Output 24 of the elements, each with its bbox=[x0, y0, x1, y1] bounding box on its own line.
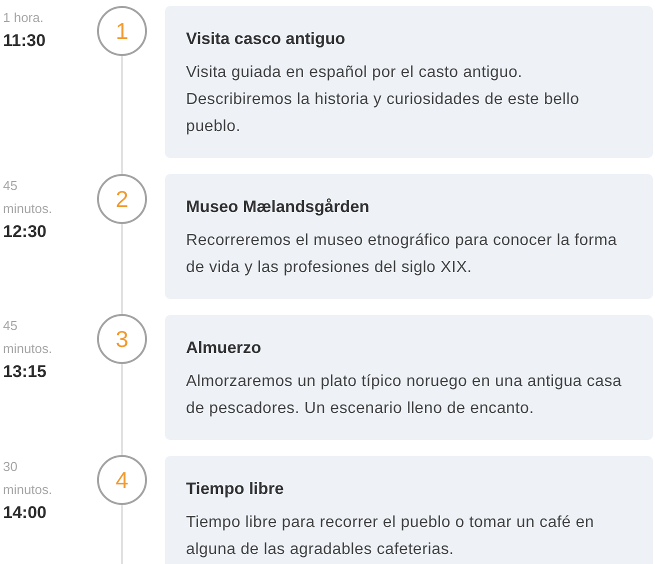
step-description: Visita guiada en español por el casto antiguo. Describiremos la historia y curiosidades de este bello pueblo. bbox=[186, 63, 580, 137]
step-description: Tiempo libre para recorrer el pueblo o tomar un café en alguna de las agradables cafeterias. bbox=[186, 513, 596, 560]
duration-text: 30 minutos. bbox=[3, 458, 54, 499]
step-number: 2 bbox=[116, 188, 128, 210]
start-time: 14:00 bbox=[3, 502, 48, 524]
step-title: Almuerzo bbox=[186, 338, 262, 359]
start-time: 11:30 bbox=[3, 30, 47, 52]
step-description: Almorzaremos un plato típico noruego en una antigua casa de pescadores. Un escenario lleno de encanto. bbox=[186, 372, 623, 419]
start-time: 13:15 bbox=[3, 361, 48, 383]
step-circle bbox=[97, 174, 147, 224]
start-time: 12:30 bbox=[3, 221, 48, 243]
duration-text: 45 minutos. bbox=[3, 317, 54, 358]
step-circle bbox=[97, 455, 147, 505]
step-number: 1 bbox=[116, 20, 128, 42]
step-description: Recorreremos el museo etnográfico para conocer la forma de vida y las profesiones del siglo XIX. bbox=[186, 231, 618, 278]
duration-text: 1 hora. bbox=[3, 9, 44, 27]
step-number: 4 bbox=[116, 468, 128, 492]
step-number: 3 bbox=[116, 328, 128, 350]
step-title: Museo Mælandsgården bbox=[186, 197, 370, 218]
step-title: Visita casco antiguo bbox=[186, 29, 346, 50]
step-circle bbox=[97, 314, 147, 364]
step-circle bbox=[97, 6, 147, 56]
step-title: Tiempo libre bbox=[186, 479, 284, 500]
duration-text: 45 minutos. bbox=[3, 177, 54, 218]
